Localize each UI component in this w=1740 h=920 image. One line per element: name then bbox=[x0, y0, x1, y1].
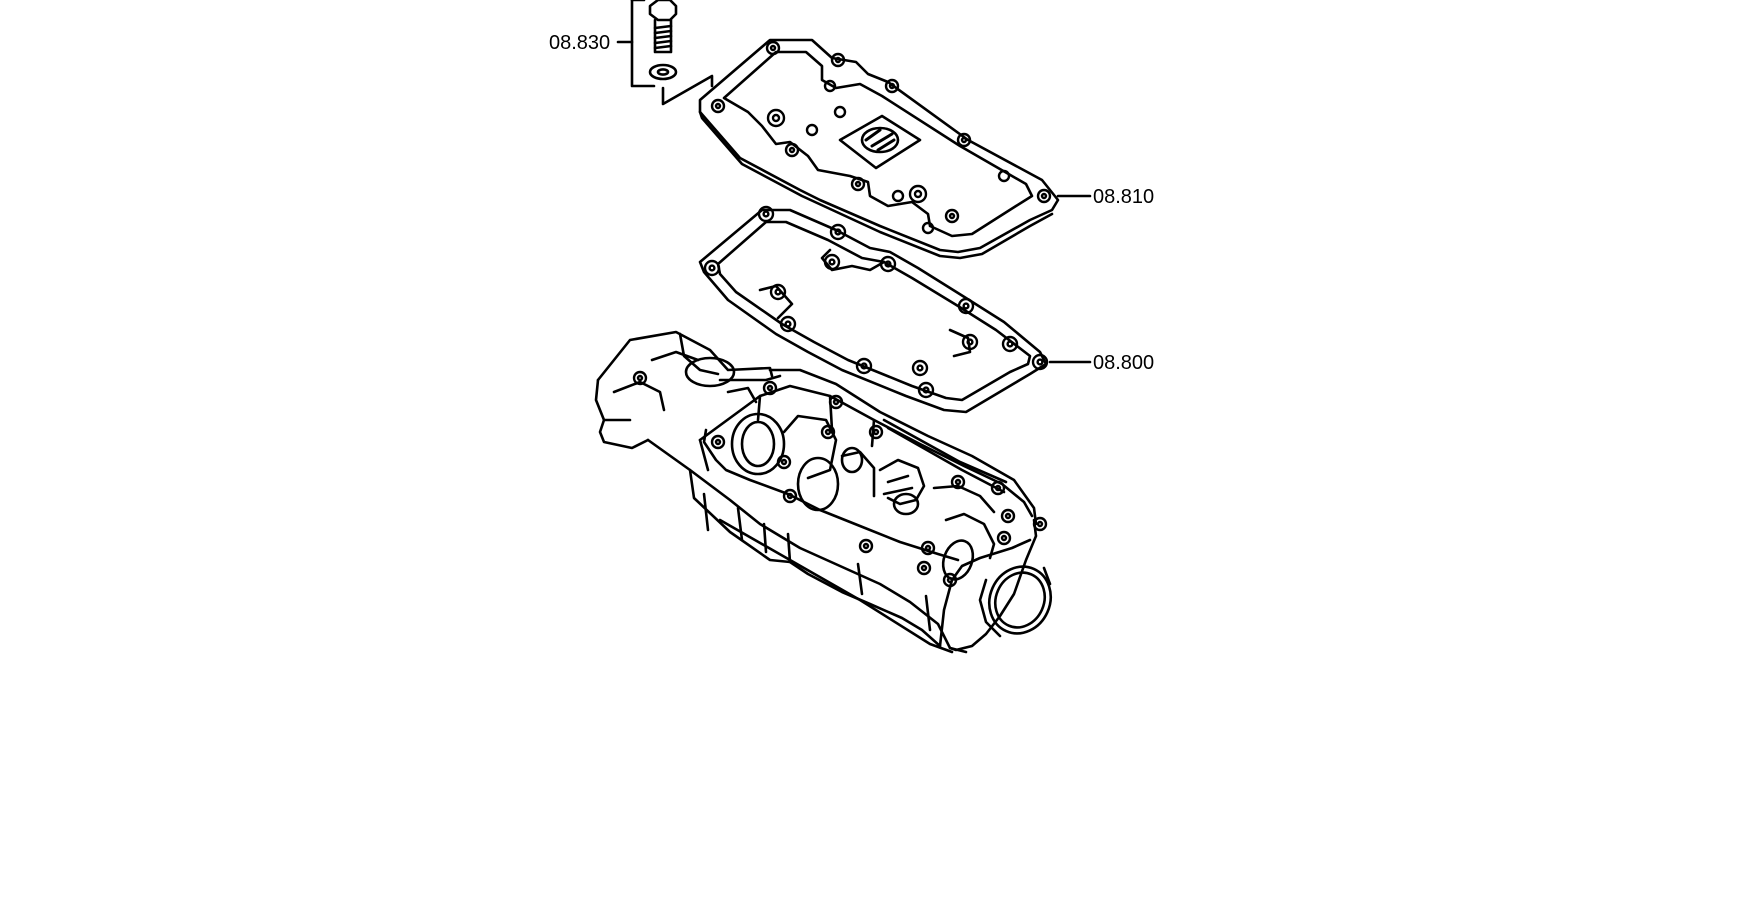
housing-part bbox=[594, 330, 1052, 654]
callout-label-08-830: 08.830 bbox=[549, 32, 610, 54]
callout-label-08-810: 08.810 bbox=[1093, 186, 1154, 208]
gasket-callout: 08.800 bbox=[1048, 352, 1154, 374]
callout-label-08-800: 08.800 bbox=[1093, 352, 1154, 374]
cover-callout: 08.810 bbox=[1056, 186, 1154, 208]
bolt-washer-part bbox=[616, 0, 714, 106]
gasket-part bbox=[698, 205, 1049, 414]
cover-plate-part bbox=[698, 38, 1060, 260]
